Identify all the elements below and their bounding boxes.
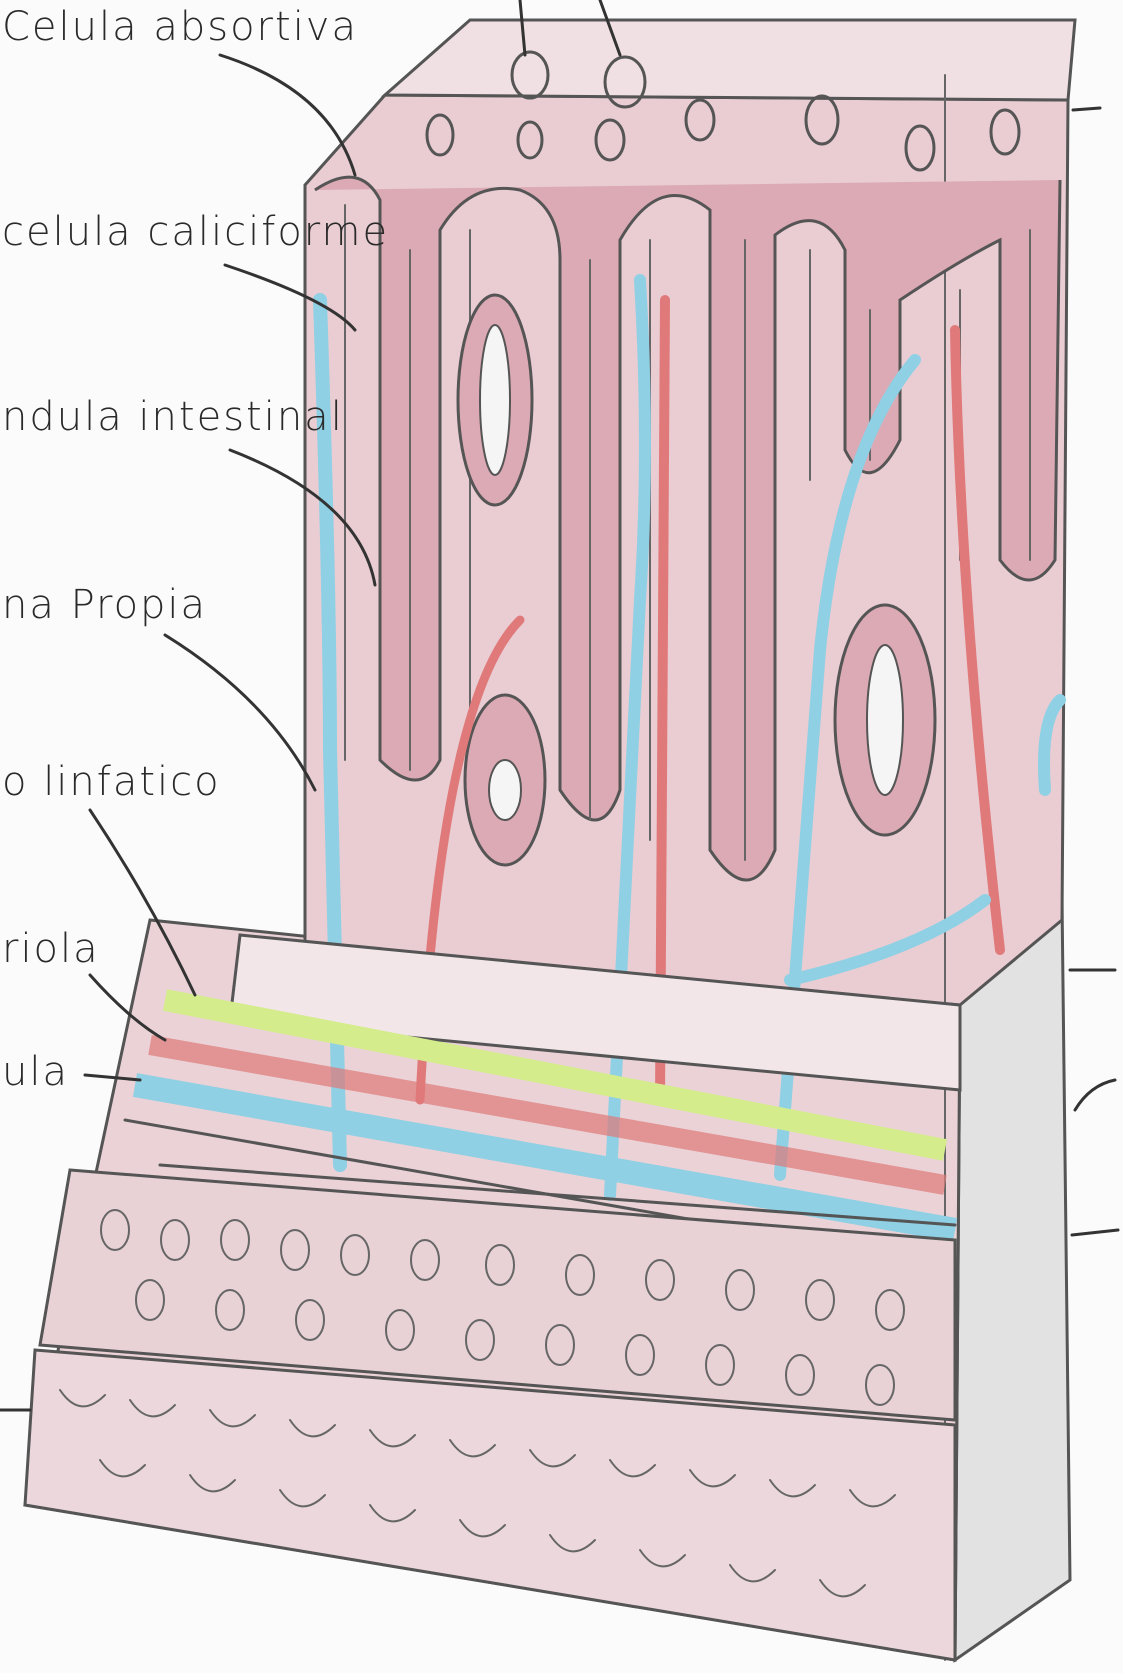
label-glandula-intestinal: ndula intestinal (2, 394, 344, 440)
label-lamina-propia: na Propia (2, 582, 207, 628)
label-celula-absortiva: Celula absortiva (2, 4, 358, 50)
block-top-face (385, 20, 1075, 100)
label-arteriola: riola (2, 926, 100, 972)
label-vaso-linfatico: o linfatico (2, 759, 221, 805)
tick-right-3 (1075, 1080, 1115, 1110)
tick-right-4 (1072, 1230, 1118, 1235)
block-side-face (955, 900, 1070, 1660)
label-celula-caliciforme: celula caliciforme (2, 209, 389, 255)
label-vena: ula (2, 1049, 69, 1095)
tick-right-1 (1073, 108, 1100, 110)
